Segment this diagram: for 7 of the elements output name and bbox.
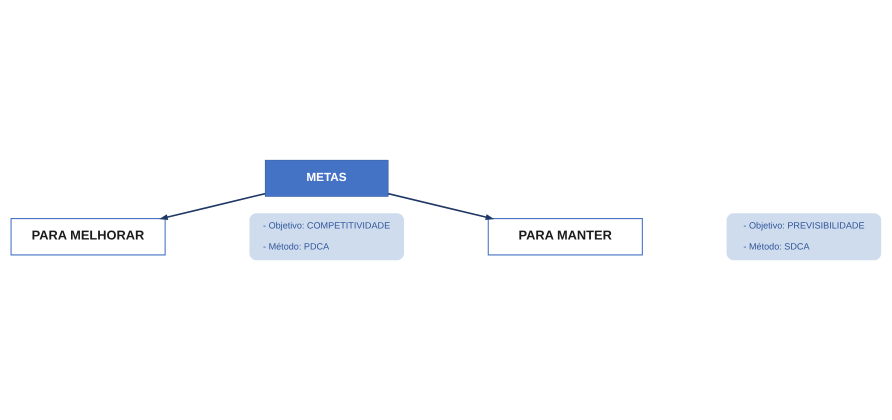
- node-box: - Objetivo: COMPETITIVIDADE - Método: PDCA: [249, 213, 404, 260]
- node-box: PARA MELHORAR: [10, 218, 166, 256]
- node-box: - Objetivo: PREVISIBILIDADE - Método: SDCA: [726, 213, 882, 260]
- arrow: [159, 192, 266, 220]
- node-box: PARA MANTER: [488, 218, 643, 256]
- arrow: [388, 192, 494, 220]
- node-box: METAS: [264, 160, 388, 197]
